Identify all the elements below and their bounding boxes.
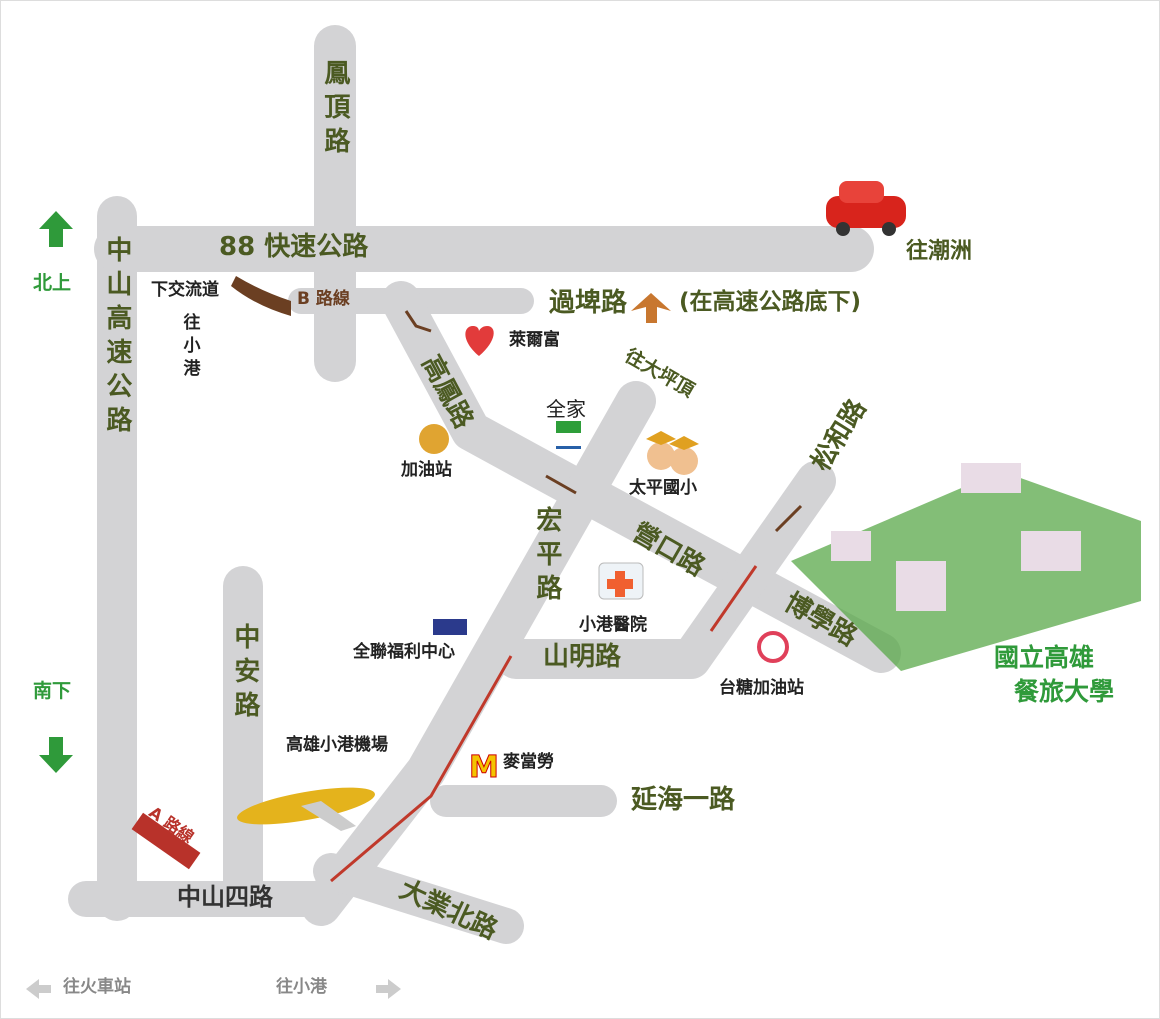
label-exit-to: 往小港	[179, 313, 200, 382]
poi-airport: 高雄小港機場	[286, 735, 388, 755]
label-to-chaozhou: 往潮洲	[906, 239, 973, 264]
destination-name-line1: 國立高雄	[994, 643, 1095, 672]
label-zhongshan4: 中山四路	[177, 883, 273, 911]
label-fengding: 鳳頂路	[319, 59, 350, 161]
label-guopi: 過埤路	[549, 288, 628, 318]
label-south: 南下	[33, 680, 72, 702]
poi-taisugar-gas: 台糖加油站	[719, 678, 804, 698]
poi-school: 太平國小	[629, 478, 697, 498]
poi-gas-station: 加油站	[401, 460, 452, 480]
label-expressway-88: 88 快速公路	[219, 232, 369, 262]
label-shanming: 山明路	[543, 642, 622, 672]
label-to-xiaogang: 往小港	[276, 977, 327, 997]
label-hongping: 宏平路	[531, 506, 562, 608]
poi-carrefour: 萊爾富	[509, 330, 560, 350]
south-arrow-icon	[39, 737, 73, 773]
airplane-icon	[237, 787, 375, 831]
destination-name-line2: 餐旅大學	[1014, 677, 1115, 706]
label-b-route: B 路線	[297, 289, 350, 309]
car-icon	[826, 181, 906, 236]
left-arrow-icon	[26, 979, 51, 999]
school-icon	[646, 431, 699, 475]
fulian-logo	[433, 619, 467, 635]
road-daye-north	[313, 853, 524, 944]
poi-fulian: 全聯福利中心	[353, 642, 455, 662]
gas-station-icon	[419, 424, 449, 454]
exit-ramp	[231, 276, 291, 316]
route-arrows	[330, 565, 758, 883]
right-arrow-icon	[376, 979, 401, 999]
north-arrow-icon	[39, 211, 73, 247]
label-zhongan: 中安路	[229, 623, 260, 725]
a-route-marker	[131, 812, 201, 870]
campus-area	[791, 471, 1141, 671]
campus-buildings	[831, 463, 1081, 611]
label-guopi-note: (在高速公路底下)	[679, 289, 862, 315]
label-zhongshan-freeway: 中山高速公路	[101, 236, 132, 440]
label-north: 北上	[33, 272, 72, 294]
label-yanhai1: 延海一路	[631, 785, 736, 815]
poi-mcdonalds: 麥當勞	[503, 752, 554, 772]
mcd-logo: M	[469, 750, 499, 785]
taisugar-logo	[757, 631, 789, 663]
label-exit: 下交流道	[151, 280, 219, 300]
poi-hospital: 小港醫院	[579, 615, 647, 635]
familymart-logo	[556, 421, 581, 433]
guopi-arrow-icon	[631, 293, 671, 323]
label-to-train: 往火車站	[63, 977, 131, 997]
road-songhe	[496, 461, 836, 679]
carrefour-heart-icon	[465, 326, 494, 356]
poi-familymart: 全家	[546, 397, 586, 421]
